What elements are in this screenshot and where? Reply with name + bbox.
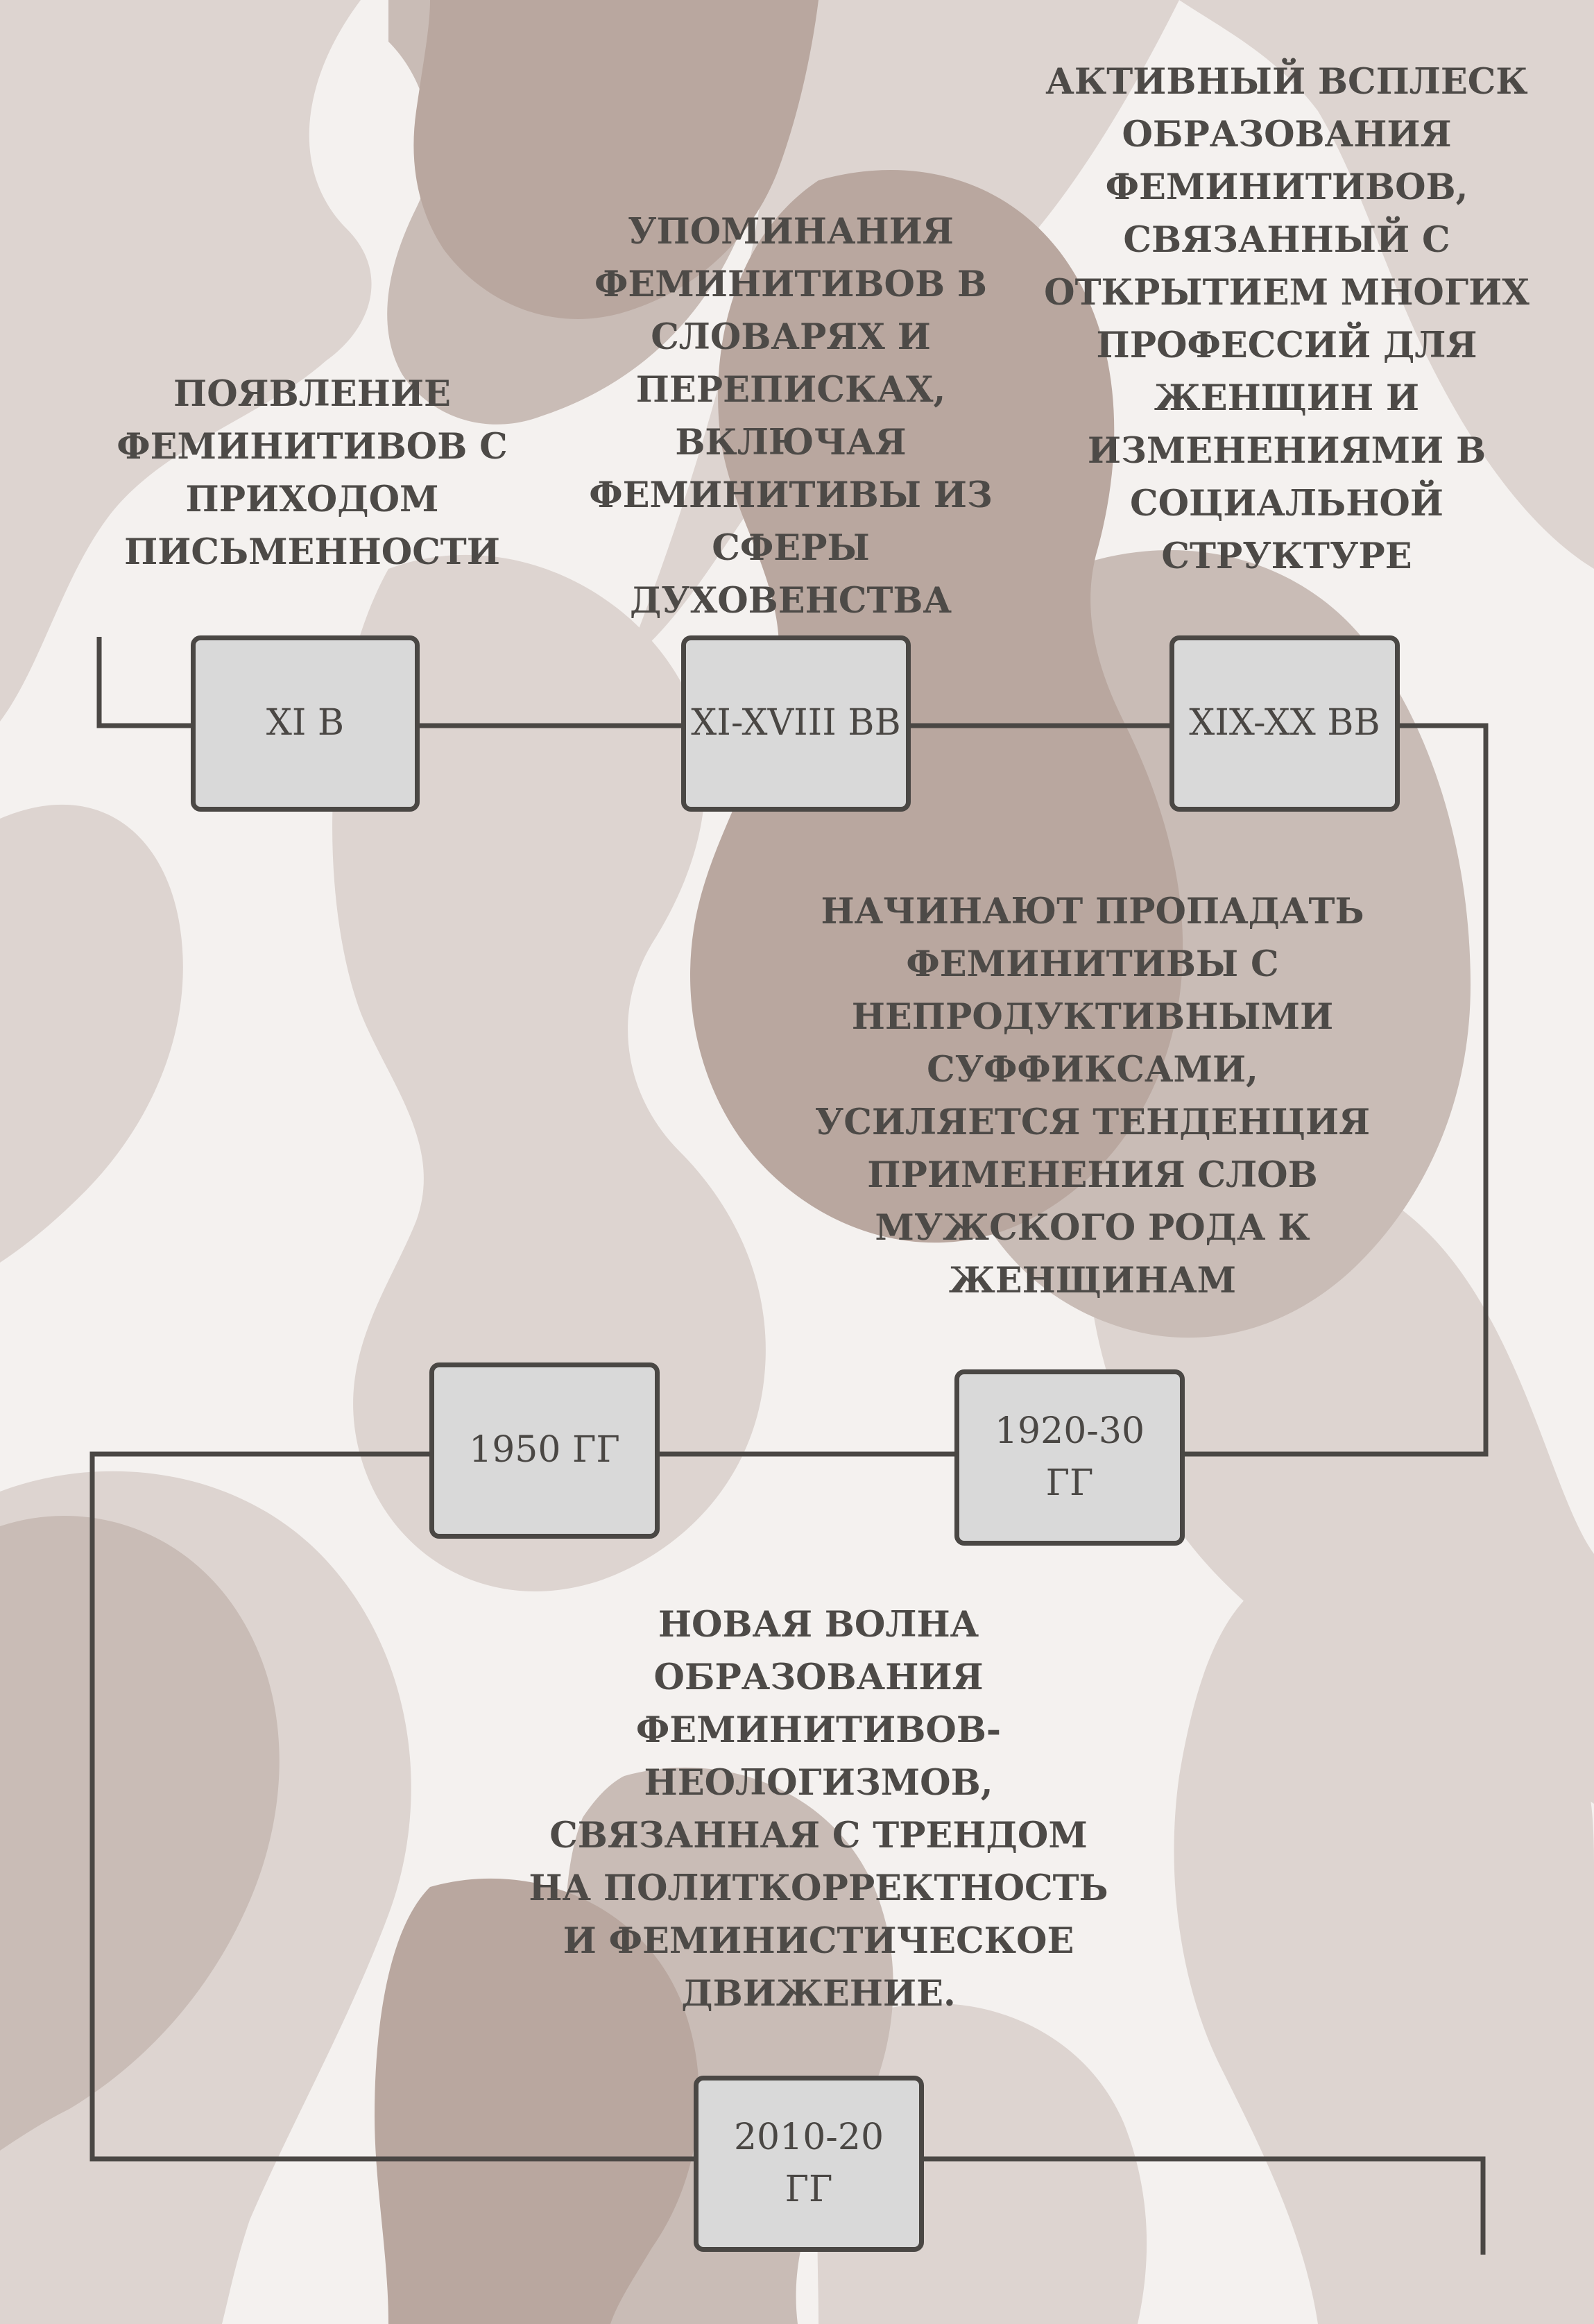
note-xi-xviii-centuries: Упоминания феминитивов в словарях и пере…: [548, 205, 1034, 627]
silhouette-shape: [0, 0, 372, 721]
period-label: 1920-30 гг: [994, 1410, 1145, 1504]
period-box-xi-xviii: XI-XVIII вв: [681, 635, 911, 812]
note-text: Новая волна образования феминитивов-неол…: [529, 1604, 1108, 2015]
period-label: 2010-20 гг: [733, 2116, 884, 2210]
silhouette-shape: [375, 1878, 699, 2324]
period-box-1920-30: 1920-30 гг: [954, 1369, 1185, 1546]
note-xi-century: Появление феминитивов с приходом письмен…: [83, 368, 541, 579]
note-1920-30: Начинают пропадать феминитивы с непродук…: [798, 885, 1387, 1307]
period-label: XI-XVIII вв: [691, 702, 901, 744]
period-label: XIX-XX вв: [1189, 702, 1380, 744]
period-box-xix-xx: XIX-XX вв: [1169, 635, 1400, 812]
note-2010-20: Новая волна образования феминитивов-неол…: [513, 1598, 1124, 2020]
note-text: Появление феминитивов с приходом письмен…: [117, 373, 508, 573]
note-text: Начинают пропадать феминитивы с непродук…: [814, 891, 1371, 1301]
silhouette-shape: [413, 0, 819, 319]
period-label: 1950 гг: [469, 1429, 620, 1471]
note-text: Упоминания феминитивов в словарях и пере…: [589, 211, 993, 622]
period-box-1950: 1950 гг: [429, 1362, 660, 1539]
silhouette-shape: [1179, 0, 1594, 569]
silhouette-shape: [1174, 1587, 1594, 2324]
note-text: Активный всплеск образования феминитивов…: [1044, 61, 1529, 577]
note-xix-xx-centuries: Активный всплеск образования феминитивов…: [1040, 55, 1533, 583]
silhouette-shape: [0, 804, 183, 1263]
silhouette-shape: [332, 554, 766, 1591]
silhouette-shape: [690, 170, 1183, 1243]
silhouette-shape: [0, 1516, 280, 2151]
period-box-xi: XI в: [191, 635, 420, 812]
period-box-2010-20: 2010-20 гг: [694, 2076, 924, 2252]
period-label: XI в: [266, 702, 345, 744]
